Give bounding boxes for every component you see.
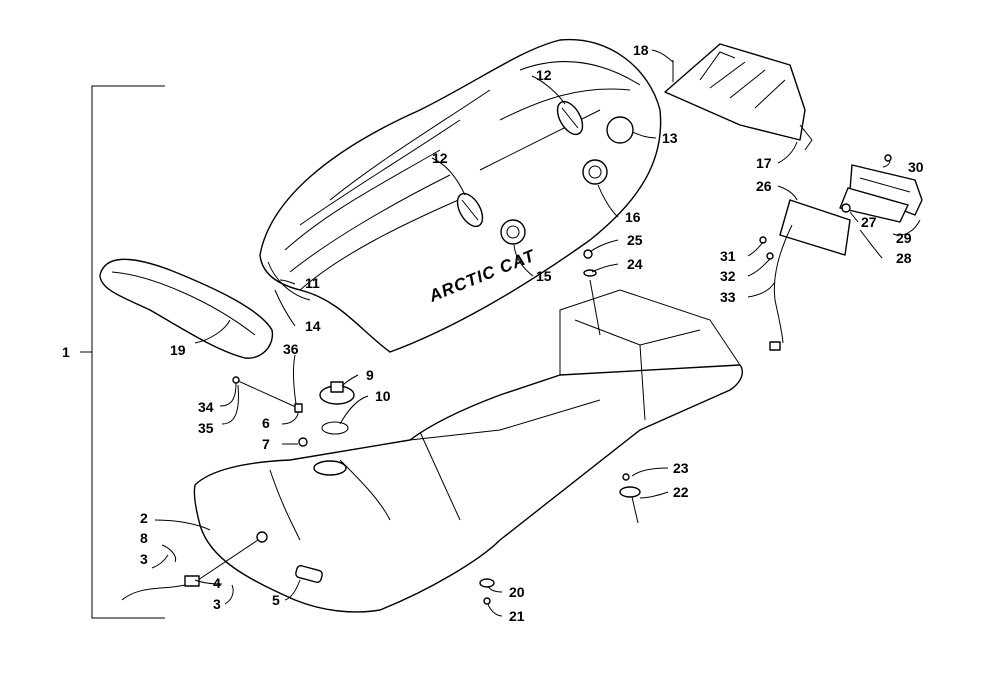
fuel-filler-neck xyxy=(313,460,347,476)
storage-tray xyxy=(664,43,813,151)
callout-21: 21 xyxy=(509,608,525,624)
callout-1: 1 xyxy=(62,344,70,360)
cap-gasket xyxy=(321,421,349,435)
vent-hose xyxy=(235,379,299,409)
taillight-housing xyxy=(849,164,923,216)
fuel-line-3b xyxy=(194,539,259,583)
callout-36: 36 xyxy=(283,341,299,357)
taillight-mount xyxy=(779,199,851,256)
callout-9: 9 xyxy=(366,367,374,383)
bracket-6 xyxy=(294,403,303,413)
fuel-cap xyxy=(319,381,355,405)
bracket-22 xyxy=(619,486,641,498)
callout-23: 23 xyxy=(673,460,689,476)
callout-22: 22 xyxy=(673,484,689,500)
wire-harness-33 xyxy=(773,224,793,344)
seat-base xyxy=(193,289,743,613)
callout-7: 7 xyxy=(262,436,270,452)
hose-fitting-34 xyxy=(232,376,240,384)
connector-33 xyxy=(769,341,781,351)
callout-labels: 1 2 3 3 4 5 6 7 8 9 10 11 12 12 13 14 15… xyxy=(62,42,924,624)
callout-17: 17 xyxy=(756,155,772,171)
washer-20 xyxy=(479,578,495,588)
callout-28: 28 xyxy=(896,250,912,266)
callout-12-upper: 12 xyxy=(536,67,552,83)
leader-lines xyxy=(151,49,921,617)
clamp-8 xyxy=(161,544,177,563)
callout-18: 18 xyxy=(633,42,649,58)
callout-5: 5 xyxy=(272,592,280,608)
callout-3-upper: 3 xyxy=(140,551,148,567)
callout-27: 27 xyxy=(861,214,877,230)
screw-21 xyxy=(483,597,491,605)
callout-14: 14 xyxy=(305,318,321,334)
callout-11: 11 xyxy=(305,275,320,291)
fastener-axis xyxy=(589,279,601,336)
callout-20: 20 xyxy=(509,584,525,600)
callout-33: 33 xyxy=(720,289,736,305)
callout-8: 8 xyxy=(140,530,148,546)
fuel-line-3 xyxy=(121,584,186,601)
callout-16: 16 xyxy=(625,209,641,225)
seat-knob-15-center xyxy=(506,225,520,239)
screw-31 xyxy=(759,236,767,244)
callout-13: 13 xyxy=(662,130,678,146)
callout-4: 4 xyxy=(213,575,221,591)
seat-knob-15 xyxy=(500,219,526,245)
seat-knob-16 xyxy=(582,159,608,185)
callout-3-lower: 3 xyxy=(213,596,221,612)
callout-15: 15 xyxy=(536,268,552,284)
callout-31: 31 xyxy=(720,248,736,264)
seat-handle-lower xyxy=(456,192,484,228)
callout-30: 30 xyxy=(908,159,924,175)
screw-30 xyxy=(884,154,892,162)
base-latch xyxy=(295,565,323,583)
callout-29: 29 xyxy=(896,230,912,246)
nut-23 xyxy=(622,473,630,481)
rear-bumper xyxy=(99,258,274,359)
callout-32: 32 xyxy=(720,268,736,284)
taillight-lens xyxy=(839,187,909,223)
bolt-22 xyxy=(631,496,639,524)
callout-34: 34 xyxy=(198,399,214,415)
seat-knob-16-center xyxy=(588,165,602,179)
washer-7 xyxy=(298,437,308,447)
callout-25: 25 xyxy=(627,232,643,248)
assembly-bracket xyxy=(80,85,165,619)
callout-10: 10 xyxy=(375,388,391,404)
callout-2: 2 xyxy=(140,510,148,526)
seat-handle-upper xyxy=(556,100,584,136)
seat-cap-13 xyxy=(606,116,634,144)
bulb-27 xyxy=(841,203,851,213)
callout-24: 24 xyxy=(627,256,643,272)
callout-6: 6 xyxy=(262,415,270,431)
callout-35: 35 xyxy=(198,420,214,436)
washer-32 xyxy=(766,252,774,260)
callout-19: 19 xyxy=(170,342,186,358)
callout-26: 26 xyxy=(756,178,772,194)
callout-12-lower: 12 xyxy=(432,150,448,166)
tank-fitting xyxy=(256,531,268,543)
